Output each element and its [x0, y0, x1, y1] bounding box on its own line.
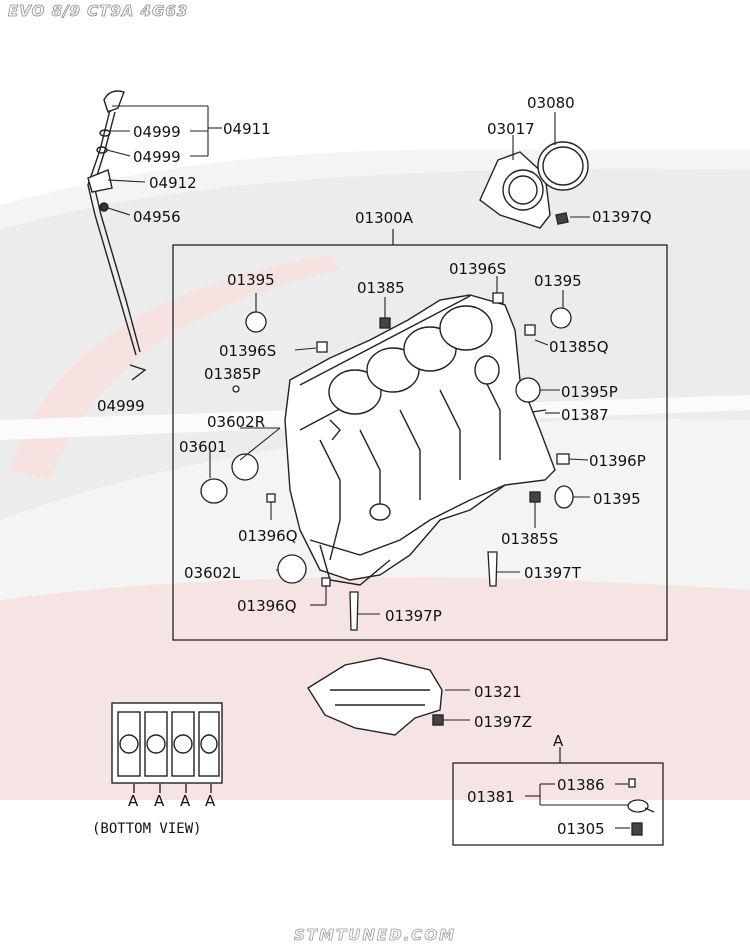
label-01305: 01305 [557, 820, 605, 838]
label-a-4: A [205, 792, 216, 810]
label-a-2: A [154, 792, 165, 810]
label-01321: 01321 [474, 683, 522, 701]
footer-watermark: STMTUNED.COM [293, 926, 456, 945]
label-01395-lower: 01395 [593, 490, 641, 508]
label-01300a: 01300A [355, 209, 414, 227]
loose-parts-drawing [200, 292, 574, 631]
dipstick-drawing [87, 90, 147, 381]
label-01385p: 01385P [204, 365, 261, 383]
label-01396q-a: 01396Q [238, 527, 298, 545]
label-04999-b: 04999 [133, 148, 181, 166]
label-a-1: A [128, 792, 139, 810]
label-detail-a: A [553, 732, 564, 750]
label-03601: 03601 [179, 438, 227, 456]
engine-block-drawing [284, 294, 556, 586]
label-01395-right: 01395 [534, 272, 582, 290]
label-01381: 01381 [467, 788, 515, 806]
label-01386: 01386 [557, 776, 605, 794]
main-group-frame [172, 244, 668, 641]
baffle-plate-drawing [307, 657, 444, 736]
label-01396s: 01396S [219, 342, 276, 360]
label-03602l: 03602L [184, 564, 241, 582]
rear-seal-drawing [479, 141, 589, 229]
detail-a-frame [452, 762, 664, 846]
label-04999-c: 04999 [97, 397, 145, 415]
label-01385q: 01385Q [549, 338, 609, 356]
label-01397z: 01397Z [474, 713, 532, 731]
label-01396p: 01396P [589, 452, 646, 470]
label-03017: 03017 [487, 120, 535, 138]
label-04956: 04956 [133, 208, 181, 226]
bottom-view-caption: (BOTTOM VIEW) [92, 821, 202, 837]
part-labels: 04911 04999 04999 04912 04956 04999 0308… [92, 94, 652, 838]
label-01387: 01387 [561, 406, 609, 424]
label-04911: 04911 [223, 120, 271, 138]
label-01395-left: 01395 [227, 271, 275, 289]
label-01396q-b: 01396Q [237, 597, 297, 615]
label-04999-a: 04999 [133, 123, 181, 141]
label-01385s: 01385S [501, 530, 558, 548]
label-04912: 04912 [149, 174, 197, 192]
label-01385: 01385 [357, 279, 405, 297]
label-03080: 03080 [527, 94, 575, 112]
label-a-3: A [180, 792, 191, 810]
label-01396s-top: 01396S [449, 260, 506, 278]
bottom-view-drawing [111, 702, 223, 793]
label-01397t: 01397T [524, 564, 582, 582]
header-title: EVO 8/9 CT9A 4G63 [8, 2, 189, 21]
label-03602r: 03602R [207, 413, 265, 431]
detail-a-drawing [627, 778, 655, 836]
label-01397q: 01397Q [592, 208, 652, 226]
label-01397p: 01397P [385, 607, 442, 625]
label-01395p: 01395P [561, 383, 618, 401]
